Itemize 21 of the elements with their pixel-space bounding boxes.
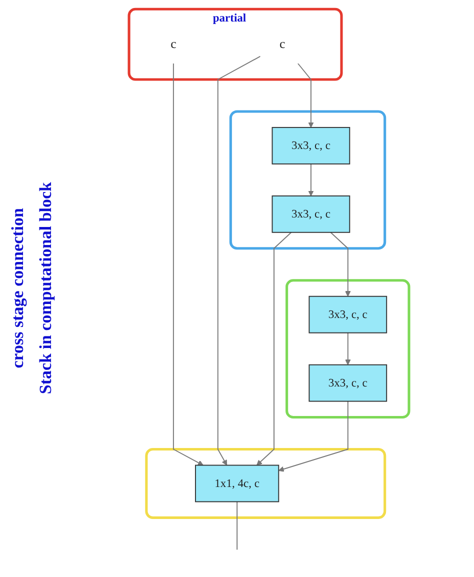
arrow: [345, 332, 351, 365]
arrow: [308, 162, 314, 196]
node-text: c: [279, 36, 286, 51]
arrow: [217, 55, 261, 465]
node-box: 3x3, c, c: [308, 364, 388, 402]
arrow: [172, 62, 204, 465]
cluster: [286, 278, 410, 418]
node-box: 3x3, c, c: [272, 126, 350, 164]
vertical-note: cross stage connection: [8, 208, 28, 369]
arrow: [297, 62, 314, 128]
node-box: 3x3, c, c: [272, 194, 350, 232]
cluster: [145, 447, 386, 518]
node-box: 1x1, 4c, c: [195, 464, 280, 502]
cluster: [229, 110, 386, 250]
vertical-note: Stack in computational block: [36, 182, 56, 395]
arrow: [278, 400, 348, 472]
connector: [236, 500, 238, 550]
arrow: [256, 231, 292, 465]
node-box: 3x3, c, c: [308, 295, 388, 333]
node-text: c: [170, 36, 176, 51]
arrow: [330, 231, 351, 296]
